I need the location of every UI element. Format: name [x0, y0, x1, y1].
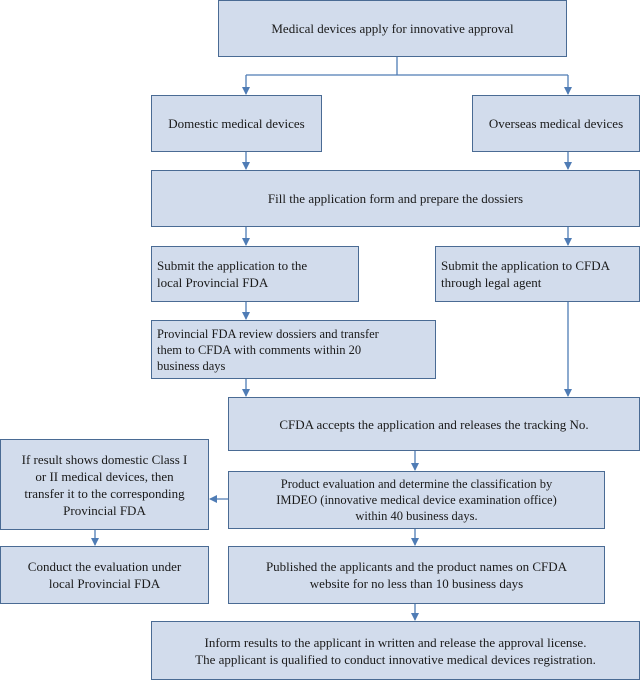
- node-domestic-devices: Domestic medical devices: [151, 95, 322, 152]
- node-submit-provincial-text: Submit the application to the local Prov…: [157, 258, 308, 290]
- node-apply-text: Medical devices apply for innovative app…: [271, 21, 514, 36]
- node-cfda-accepts-text: CFDA accepts the application and release…: [279, 416, 589, 432]
- node-provincial-review: Provincial FDA review dossiers and trans…: [151, 320, 436, 379]
- node-submit-cfda-text: Submit the application to CFDA through l…: [441, 258, 610, 290]
- node-overseas-devices: Overseas medical devices: [472, 95, 640, 152]
- node-provincial-review-text: Provincial FDA review dossiers and trans…: [157, 326, 379, 373]
- node-overseas-text: Overseas medical devices: [488, 116, 624, 131]
- node-transfer-provincial-fda: If result shows domestic Class I or II m…: [0, 439, 209, 530]
- node-published-applicants: Published the applicants and the product…: [228, 546, 605, 604]
- node-published-text: Published the applicants and the product…: [265, 559, 568, 591]
- node-domestic-text: Domestic medical devices: [168, 116, 305, 131]
- node-transfer-provincial-text: If result shows domestic Class I or II m…: [21, 451, 188, 518]
- node-inform-results-text: Inform results to the applicant in writt…: [195, 634, 596, 667]
- node-submit-provincial-fda: Submit the application to the local Prov…: [151, 246, 359, 302]
- node-product-evaluation-text: Product evaluation and determine the cla…: [276, 477, 557, 523]
- connector-apply-split: [246, 57, 568, 76]
- node-cfda-accepts: CFDA accepts the application and release…: [228, 397, 640, 451]
- node-conduct-evaluation-text: Conduct the evaluation under local Provi…: [27, 559, 182, 591]
- node-apply-innovative-approval: Medical devices apply for innovative app…: [218, 0, 567, 57]
- node-submit-cfda-legal-agent: Submit the application to CFDA through l…: [435, 246, 640, 302]
- node-product-evaluation: Product evaluation and determine the cla…: [228, 471, 605, 529]
- node-fill-application-form: Fill the application form and prepare th…: [151, 170, 640, 227]
- node-inform-results: Inform results to the applicant in writt…: [151, 621, 640, 680]
- node-fill-form-text: Fill the application form and prepare th…: [267, 191, 524, 206]
- node-conduct-evaluation: Conduct the evaluation under local Provi…: [0, 546, 209, 604]
